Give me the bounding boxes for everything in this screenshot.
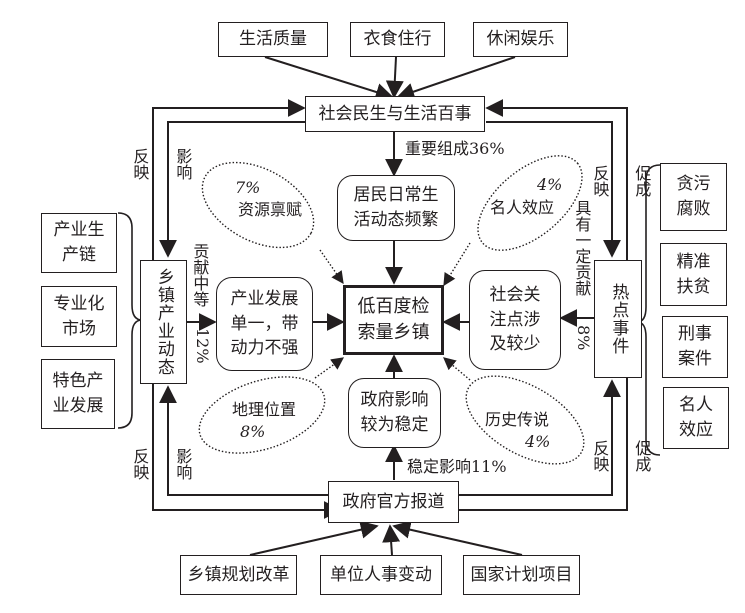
node-society-hub: 社会民生与生活百事 [305,96,485,132]
label-some-contribution: 具有一定贡献 [572,200,592,296]
loop-right-top-reflect [486,121,621,258]
label-influence-left-top: 影响 [173,148,193,180]
ellipse-geography-label: 地理位置 [232,400,297,419]
loop-right-bottom-promote [438,378,628,519]
node-leisure: 休闲娱乐 [473,22,568,57]
node-featured-industry: 特色产 业发展 [41,359,115,429]
ellipse-celebrity-label: 名人效应 [490,198,555,217]
ellipse-geography [198,376,326,454]
label-reflect-left-bottom: 反映 [130,448,150,480]
node-food-housing: 衣食住行 [350,22,445,57]
node-celebrity-effect: 名人 效应 [663,387,729,449]
left-brace [117,212,143,429]
node-industry-chain: 产业生 产链 [41,213,117,273]
label-promote-right-bottom: 促成 [632,440,652,472]
arrow-leisure-to-society [396,56,516,101]
dotted-celebrity-to-center [443,242,471,287]
loop-left-top-influence [159,121,305,258]
node-special-market: 专业化 市场 [41,286,117,347]
arrow-living-to-society [385,56,404,99]
arrow-planning-to-gov [249,520,379,556]
label-pct-12: 12% [193,328,212,364]
ellipse-legend-pct: 4% [525,432,551,451]
node-poverty-alleviation: 精准 扶贫 [660,243,727,306]
label-pct-8-right: 8% [574,325,593,351]
ellipse-legend [465,375,585,465]
node-single-industry: 产业发展 单一，带 动力不强 [216,277,313,371]
label-important-36: 重要组成36% [405,139,505,158]
label-reflect-right-top: 反映 [590,165,610,197]
node-personnel-change: 单位人事变动 [320,555,442,595]
label-stable-11: 稳定影响11% [407,457,507,476]
arrow-project-to-gov [392,520,523,556]
node-life-quality: 生活质量 [218,22,328,57]
node-industry-hub: 乡镇产业动态 [140,260,187,384]
node-gov-report-hub: 政府官方报道 [328,481,459,523]
ellipse-legend-label: 历史传说 [485,410,550,429]
label-influence-left-bottom: 影响 [173,448,193,480]
loop-left-bottom-influence [159,385,330,496]
dotted-legend-to-center [443,357,471,381]
loop-right-bottom-reflect [450,379,621,496]
node-national-project: 国家计划项目 [463,555,580,595]
ellipse-resource-label: 资源禀赋 [238,200,303,219]
label-reflect-left-top: 反映 [130,148,150,180]
label-reflect-right-bottom: 反映 [590,440,610,472]
node-gov-influence: 政府影响 较为稳定 [348,378,441,448]
node-criminal-case: 刑事 案件 [662,316,728,378]
node-hotspot-hub: 热点事件 [594,260,642,378]
node-corruption: 贪污 腐败 [660,163,727,231]
loop-left-bottom-reflect [152,383,342,519]
dotted-geography-to-center [314,357,345,379]
ellipse-celebrity [477,155,583,251]
ellipse-geography-pct: 8% [240,422,266,441]
loop-left-top-reflect [152,99,306,260]
ellipse-resource-pct: 7% [235,178,261,197]
node-daily-life: 居民日常生 活动态频繁 [337,175,455,241]
arrow-personnel-to-gov [382,524,401,556]
label-contribution-medium: 贡献中等 [190,243,210,307]
ellipse-resource [201,161,315,249]
arrow-quality-to-society [264,56,394,101]
ellipse-celebrity-pct: 4% [537,175,563,194]
node-social-attention: 社会关 注点涉 及较少 [469,270,561,370]
label-promote-right-top: 促成 [632,165,652,197]
node-town-planning: 乡镇规划改革 [180,555,297,595]
loop-right-top-promote [485,99,628,260]
node-low-search-towns: 低百度检 索量乡镇 [343,285,444,355]
dotted-resource-to-center [319,249,344,285]
